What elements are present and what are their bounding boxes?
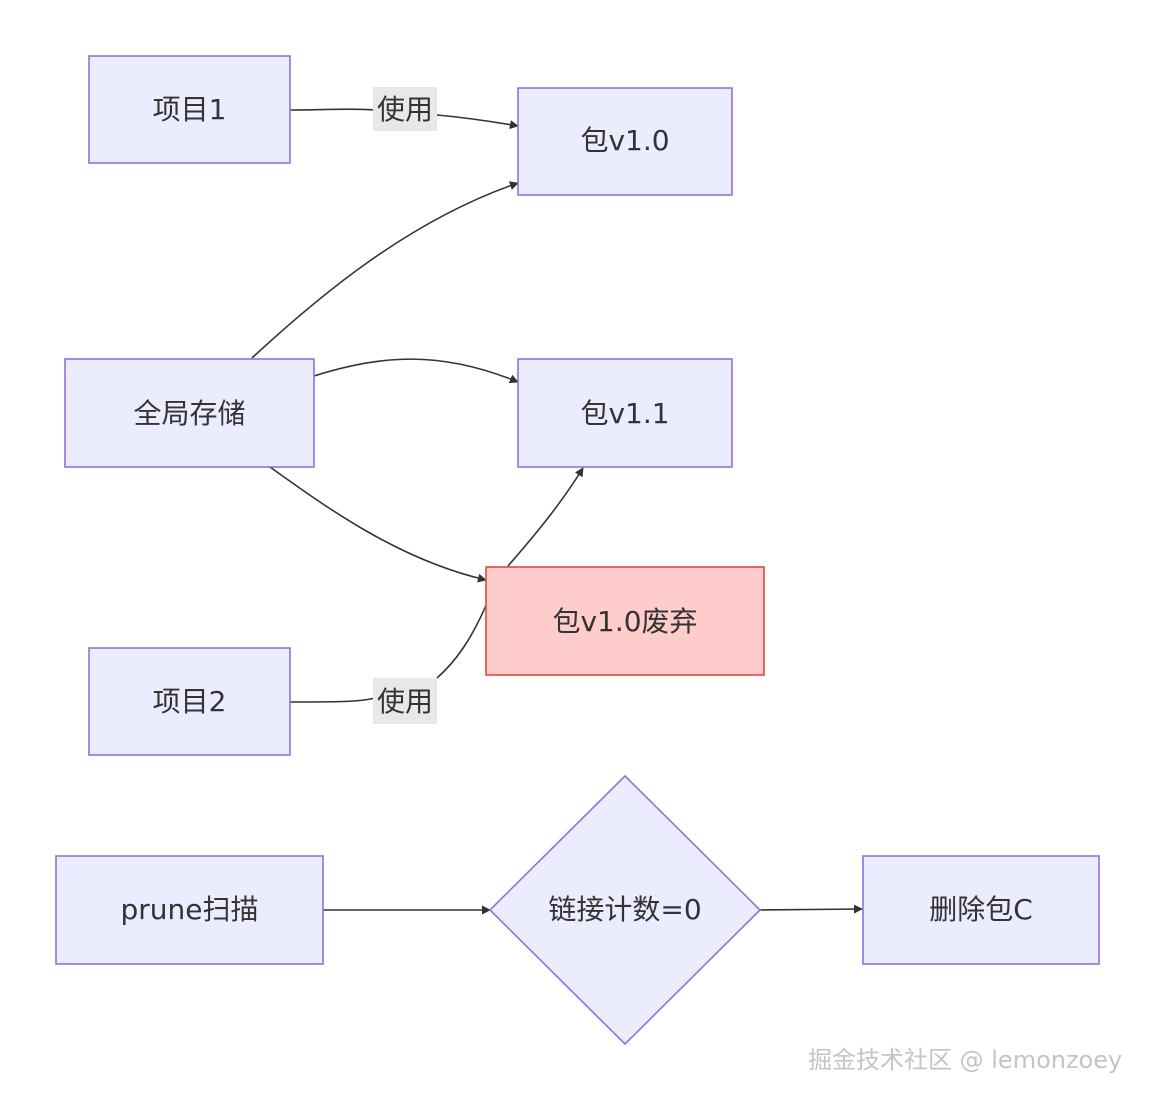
edge-pkg-v10-deprecated-to-pkg-v11: [507, 467, 584, 567]
node-pkg-v10-deprecated[interactable]: 包v1.0废弃: [485, 566, 765, 676]
node-label: 全局存储: [133, 397, 245, 430]
node-pkg-v10[interactable]: 包v1.0: [517, 87, 733, 196]
edge-global-store-to-pkg-v11: [313, 358, 519, 384]
node-project2[interactable]: 项目2: [88, 647, 291, 756]
node-label: 删除包C: [929, 893, 1033, 926]
edges: [251, 108, 863, 915]
node-pkg-v11[interactable]: 包v1.1: [517, 358, 733, 468]
node-project1[interactable]: 项目1: [88, 55, 291, 164]
edge-label-project1-uses: 使用: [373, 87, 437, 131]
node-prune-scan[interactable]: prune扫描: [55, 855, 324, 965]
node-label: 包v1.0废弃: [552, 605, 697, 638]
edge-label-text: 使用: [377, 93, 433, 126]
node-label: 包v1.0: [580, 124, 669, 157]
node-delete-pkg-c[interactable]: 删除包C: [862, 855, 1100, 965]
edge-project1-to-pkg-v10: [289, 108, 518, 126]
node-label: 链接计数=0: [548, 893, 701, 926]
node-global-store[interactable]: 全局存储: [64, 358, 315, 468]
watermark: 掘金技术社区 @ lemonzoey: [808, 1046, 1123, 1074]
node-label: prune扫描: [120, 893, 258, 926]
edge-global-store-to-pkg-v10-deprecated: [269, 466, 487, 583]
node-label: 项目2: [153, 685, 227, 718]
node-label: 项目1: [153, 93, 227, 126]
node-link-count-zero[interactable]: 链接计数=0: [488, 774, 762, 1046]
node-label: 包v1.1: [580, 397, 669, 430]
edge-label-text: 使用: [377, 685, 433, 718]
edge-label-project2-uses: 使用: [373, 678, 437, 724]
edge-project2-to-pkg-v10-deprecated: [289, 595, 491, 703]
edge-global-store-to-pkg-v10: [251, 181, 519, 359]
edge-link-count-to-delete: [759, 904, 863, 914]
